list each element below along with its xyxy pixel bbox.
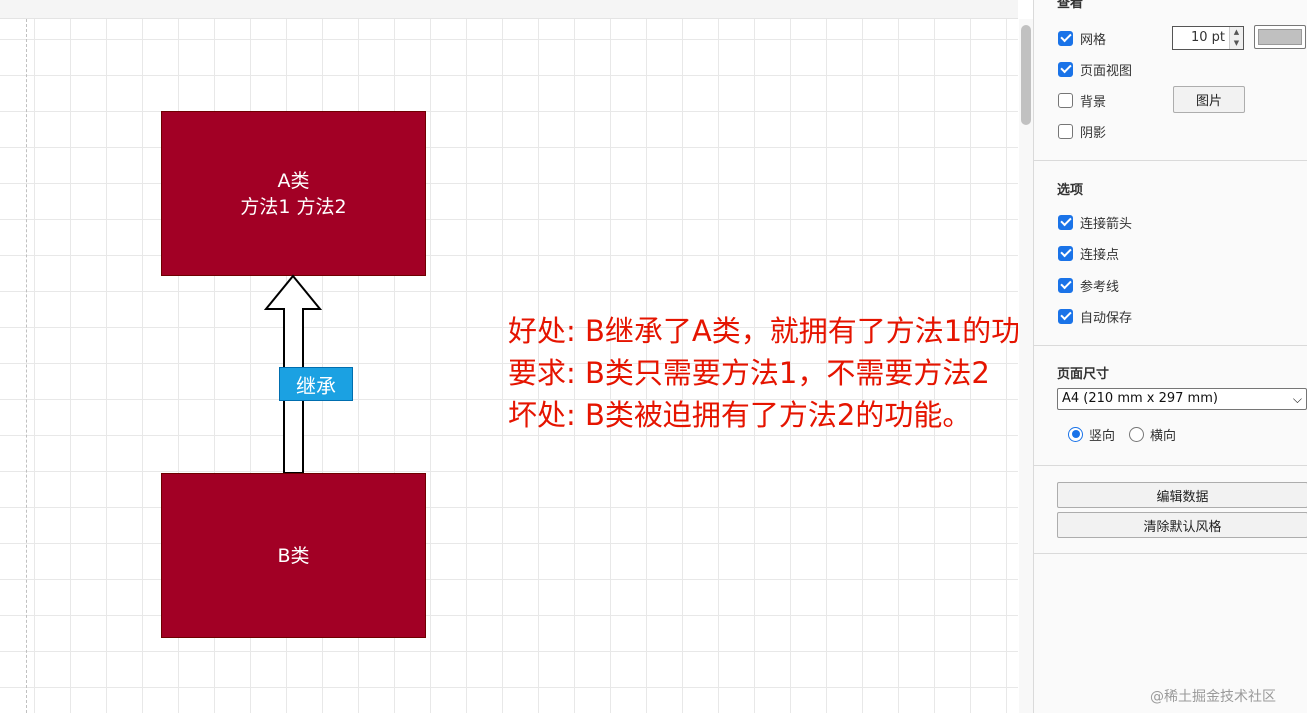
grid-label: 网格 [1080, 32, 1107, 48]
class-b-shape[interactable]: B类 [161, 473, 426, 638]
scrollbar-thumb[interactable] [1021, 25, 1031, 125]
page-boundary [26, 19, 27, 713]
autosave-checkbox[interactable] [1058, 308, 1073, 324]
stepper-up-icon[interactable]: ▲ [1229, 27, 1243, 38]
clear-default-style-button[interactable]: 清除默认风格 [1057, 512, 1307, 538]
page-view-label: 页面视图 [1080, 63, 1133, 79]
grid-size-stepper[interactable]: ▲ ▼ [1229, 27, 1243, 49]
edit-data-button[interactable]: 编辑数据 [1057, 482, 1307, 508]
options-section-title: 选项 [1057, 183, 1084, 198]
class-a-methods: 方法1 方法2 [240, 195, 347, 218]
format-panel: 查看 网格 10 pt ▲ ▼ 页面视图 背景 图片 阴影 选项 [1033, 0, 1307, 713]
annotation-line-benefit: 好处: B继承了A类，就拥有了方法1的功能 [508, 314, 1018, 348]
shadow-toggle[interactable]: 阴影 [1058, 121, 1106, 141]
chevron-down-icon: ⌵ [1292, 392, 1302, 406]
page-size-select[interactable]: A4 (210 mm x 297 mm) ⌵ [1057, 388, 1307, 410]
page-view-checkbox[interactable] [1058, 61, 1073, 77]
connection-arrows-checkbox[interactable] [1058, 214, 1073, 230]
connection-points-checkbox[interactable] [1058, 245, 1073, 261]
class-a-shape[interactable]: A类 方法1 方法2 [161, 111, 426, 276]
stepper-down-icon[interactable]: ▼ [1229, 38, 1243, 49]
connection-arrows-label: 连接箭头 [1080, 216, 1133, 232]
class-b-title: B类 [277, 544, 310, 567]
annotation-line-drawback: 坏处: B类被迫拥有了方法2的功能。 [508, 398, 972, 432]
canvas-vertical-scrollbar[interactable] [1019, 19, 1033, 713]
background-label: 背景 [1080, 94, 1107, 110]
background-checkbox[interactable] [1058, 92, 1073, 108]
landscape-label: 横向 [1150, 428, 1177, 444]
guides-checkbox[interactable] [1058, 277, 1073, 293]
actions-section [1034, 466, 1307, 554]
inheritance-edge-label[interactable]: 继承 [279, 367, 353, 401]
grid-toggle[interactable]: 网格 [1058, 28, 1106, 48]
guides-label: 参考线 [1080, 279, 1120, 295]
shadow-label: 阴影 [1080, 125, 1107, 141]
grid-color-button[interactable] [1254, 25, 1306, 49]
page-size-value: A4 (210 mm x 297 mm) [1062, 391, 1218, 406]
portrait-label: 竖向 [1089, 428, 1116, 444]
canvas-top-strip [0, 0, 1018, 19]
connection-arrows-toggle[interactable]: 连接箭头 [1058, 212, 1132, 232]
portrait-radio[interactable] [1068, 426, 1083, 442]
class-a-title: A类 [277, 169, 310, 192]
page-size-title: 页面尺寸 [1057, 367, 1110, 382]
connection-points-label: 连接点 [1080, 247, 1120, 263]
shadow-checkbox[interactable] [1058, 123, 1073, 139]
view-section: 查看 网格 10 pt ▲ ▼ 页面视图 背景 图片 阴影 [1034, 0, 1307, 161]
portrait-option[interactable]: 竖向 横向 [1068, 424, 1176, 444]
grid-checkbox[interactable] [1058, 30, 1073, 46]
page-view-toggle[interactable]: 页面视图 [1058, 59, 1132, 79]
image-button[interactable]: 图片 [1173, 86, 1245, 113]
landscape-radio[interactable] [1129, 426, 1145, 442]
watermark-text: @稀土掘金技术社区 [1150, 689, 1276, 705]
guides-toggle[interactable]: 参考线 [1058, 275, 1119, 295]
page-size-section: 页面尺寸 [1034, 346, 1307, 466]
connection-points-toggle[interactable]: 连接点 [1058, 243, 1119, 263]
autosave-toggle[interactable]: 自动保存 [1058, 306, 1132, 326]
grid-color-swatch [1258, 29, 1302, 45]
diagram-canvas[interactable]: A类 方法1 方法2 继承 B类 好处: B继承了A类，就拥有了方法1的功能 要… [0, 0, 1018, 713]
background-toggle[interactable]: 背景 [1058, 90, 1106, 110]
view-section-title: 查看 [1057, 0, 1084, 11]
annotation-text[interactable]: 好处: B继承了A类，就拥有了方法1的功能 要求: B类只需要方法1，不需要方法… [508, 310, 1018, 436]
annotation-line-requirement: 要求: B类只需要方法1，不需要方法2 [508, 356, 990, 390]
options-section: 选项 连接箭头 连接点 参考线 自动保存 [1034, 161, 1307, 346]
autosave-label: 自动保存 [1080, 310, 1133, 326]
